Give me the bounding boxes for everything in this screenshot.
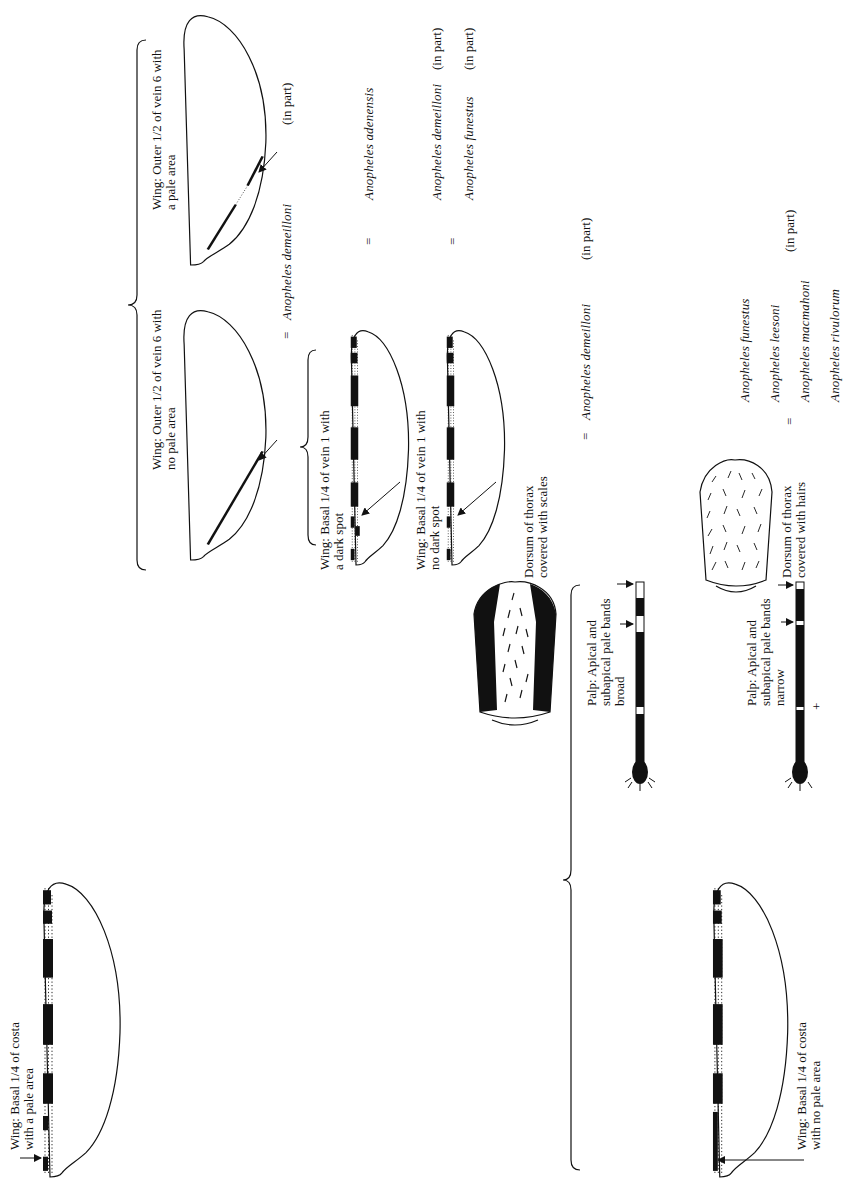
wing-figure (351, 331, 409, 565)
thorax-figure (474, 582, 556, 725)
equals-sign: = (280, 332, 294, 339)
brace (300, 350, 316, 545)
species-note: (in part) (280, 83, 294, 125)
key-text: Wing: Basal 1/4 of costa with a pale are… (8, 1000, 36, 1150)
species-name: Anopheles adenensis (362, 88, 376, 200)
equals-sign: = (783, 418, 797, 425)
species-note: (in part) (430, 28, 444, 70)
species-note: (in part) (783, 210, 797, 252)
species-name: Anopheles leesoni (768, 304, 782, 402)
species-name: Anopheles demeilloni (579, 304, 593, 420)
key-text: Wing: Basal 1/4 of vein 1 with no dark s… (414, 405, 442, 570)
wing-figure (713, 883, 804, 1177)
key-text: Wing: Outer 1/2 of vein 6 with a pale ar… (150, 45, 178, 210)
equals-sign: = (446, 238, 460, 245)
brace (563, 585, 580, 1170)
key-text: Palp: Apical and subapical pale bands br… (585, 598, 627, 706)
species-name: Anopheles demeilloni (280, 204, 294, 320)
key-text: Dorsum of thorax covered with hairs (780, 453, 808, 578)
species-note: (in part) (462, 28, 476, 70)
key-text: Wing: Basal 1/4 of vein 1 with a dark sp… (318, 405, 346, 570)
equals-sign: = (579, 433, 593, 440)
species-name: Anopheles macmahoni (798, 280, 812, 402)
wing-figure (184, 311, 277, 560)
key-text: Wing: Basal 1/4 of costa with no pale ar… (795, 1000, 823, 1150)
wing-figure (184, 16, 277, 265)
species-name: Anopheles funestus (462, 96, 476, 200)
key-text: Wing: Outer 1/2 of vein 6 with no pale a… (150, 305, 178, 470)
thorax-figure (700, 460, 772, 592)
species-note: (in part) (579, 218, 593, 260)
key-text: Dorsum of thorax covered with scales (522, 453, 550, 578)
species-name: Anopheles demeilloni (430, 84, 444, 200)
key-text: Palp: Apical and subapical pale bands na… (745, 598, 787, 706)
equals-sign: = (362, 238, 376, 245)
species-name: Anopheles rivulorum (828, 289, 842, 402)
wing-figure (447, 331, 505, 565)
species-name: Anopheles funestus (738, 298, 752, 402)
brace (128, 40, 146, 570)
plus-sign: + (810, 703, 824, 710)
